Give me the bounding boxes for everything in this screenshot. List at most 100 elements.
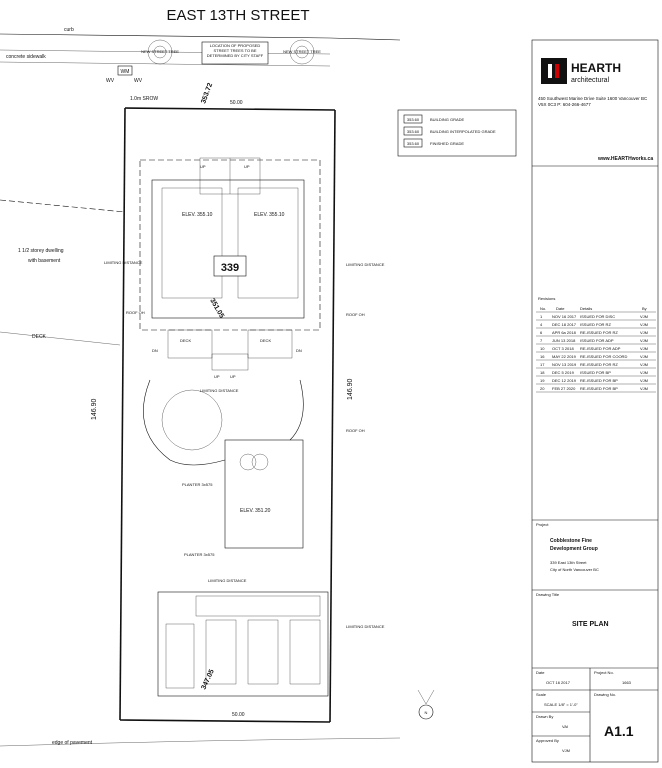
svg-text:VJM: VJM [640,346,648,351]
company-address: 450 Southwest Marine Drive Suite 1600 Va… [538,96,648,107]
svg-text:VJM: VJM [640,386,648,391]
svg-text:FEB 27 2020: FEB 27 2020 [552,386,576,391]
hearth-logo [541,58,567,84]
neighbour-dash [0,199,126,213]
neighbour-label-2: with basement [28,258,61,264]
property-line-west [119,107,126,721]
roof-oh-west: ROOF OH [126,310,145,315]
up-label-2: UP [244,164,250,169]
elev-right: ELEV. 355.10 [254,212,285,218]
svg-text:DEC 5 2019: DEC 5 2019 [552,370,575,375]
rev-col-date: Date [556,306,565,311]
revisions-label: Revisions [538,296,555,301]
roof-oh-coach: ROOF OH [346,428,365,433]
dim-diagonal-3: 347.05 [200,668,215,690]
legend-swatch-finished-grade [403,138,423,148]
deck-right [247,329,293,359]
legend-text-interpolated-grade: BUILDING INTERPOLATED GRADE [430,129,496,134]
curb-label: curb [64,27,74,33]
svg-text:NOV 13 2019: NOV 13 2019 [552,362,577,367]
unit-left [161,187,223,299]
date-label: Date [536,670,545,675]
street-trees-note-text: LOCATION OF PROPOSED STREET TREES TO BE … [206,43,264,58]
street-tree-symbol [147,39,173,65]
rev-col-no: No. [540,306,546,311]
logo-mark-right [555,64,559,78]
company-website: www.HEARTHworks.ca [597,156,653,162]
drawing-number: A1.1 [604,723,634,739]
svg-text:18: 18 [540,370,545,375]
property-line-rear [119,719,331,723]
coach-house [224,439,304,549]
rev-col-details: Details [580,306,592,311]
yard-path-west [143,379,226,466]
svg-text:20: 20 [540,386,545,391]
stall-3 [247,619,279,685]
limiting-distance-w1: LIMITING DISTANCE [104,260,143,265]
dim-front: 50.00 [230,100,243,106]
svg-text:OCT 3 2018: OCT 3 2018 [552,346,574,351]
svg-text:7: 7 [540,338,543,343]
new-street-tree-label-2: NEW STREET TREE [283,49,321,54]
water-meter-box [117,65,133,76]
legend-tag-2: 353.60 [407,129,420,134]
duplex-footprint [151,179,305,319]
scale-label: Scale [536,692,547,697]
svg-text:NOV 16 2017: NOV 16 2017 [552,314,577,319]
svg-text:VJM: VJM [640,378,648,383]
dim-side-west: 146.90 [91,398,98,420]
drawing-title-label: Drawing Title [536,592,560,597]
svg-text:19: 19 [540,378,545,383]
dim-rear: 50.00 [232,712,245,718]
street-tree-inner [153,45,167,59]
scale-value: SCALE 1/8" = 1'-0" [544,702,578,707]
svg-text:16: 16 [540,354,545,359]
pavement-edge-line [0,737,401,747]
up-label-3: UP [214,374,220,379]
title-block [531,39,659,763]
svg-text:APR 6a 2018: APR 6a 2018 [552,330,577,335]
company-name: HEARTH [571,61,621,75]
street-name: EAST 13TH STREET [166,7,309,24]
deck-left [167,329,213,359]
deck-label-west: DECK [32,334,47,340]
garage-block [157,591,329,697]
stall-2 [205,619,237,685]
property-line-east [329,109,336,723]
svg-text:4: 4 [540,322,543,327]
svg-text:VJM: VJM [640,362,648,367]
street-trees-note [201,41,269,65]
rev-col-by: By [642,306,647,311]
limiting-distance-garage: LIMITING DISTANCE [208,578,247,583]
project-no: 1663 [622,680,632,685]
project-name-1: Cobblestone Fine [550,538,592,544]
north-arrow [418,704,434,720]
svg-text:VJM: VJM [640,330,648,335]
up-label-4: UP [230,374,236,379]
svg-text:ISSUED FOR BP: ISSUED FOR BP [580,370,611,375]
dn-label-1: DN [152,348,158,353]
svg-text:VJM: VJM [640,314,648,319]
drawing-no-label: Drawing No. [594,692,616,697]
street-tree-inner-2 [295,45,309,59]
planter-label-2: PLANTER 3x575 [184,552,215,557]
water-valve-right-label: WV [134,78,143,84]
legend-swatch-interpolated-grade [403,126,423,136]
project-name-2: Development Group [550,546,598,552]
svg-text:RE-ISSUED FOR COORD: RE-ISSUED FOR COORD [580,354,627,359]
planter-label-1: PLANTER 3x575 [182,482,213,487]
up-label-1: UP [200,164,206,169]
stall-1 [165,623,195,689]
lot-number-box [213,255,247,277]
project-address-1: 339 East 13th Street [550,560,587,565]
unit-right [237,187,299,299]
svg-text:MAY 22 2019: MAY 22 2019 [552,354,577,359]
svg-text:JUN 13 2018: JUN 13 2018 [552,338,576,343]
